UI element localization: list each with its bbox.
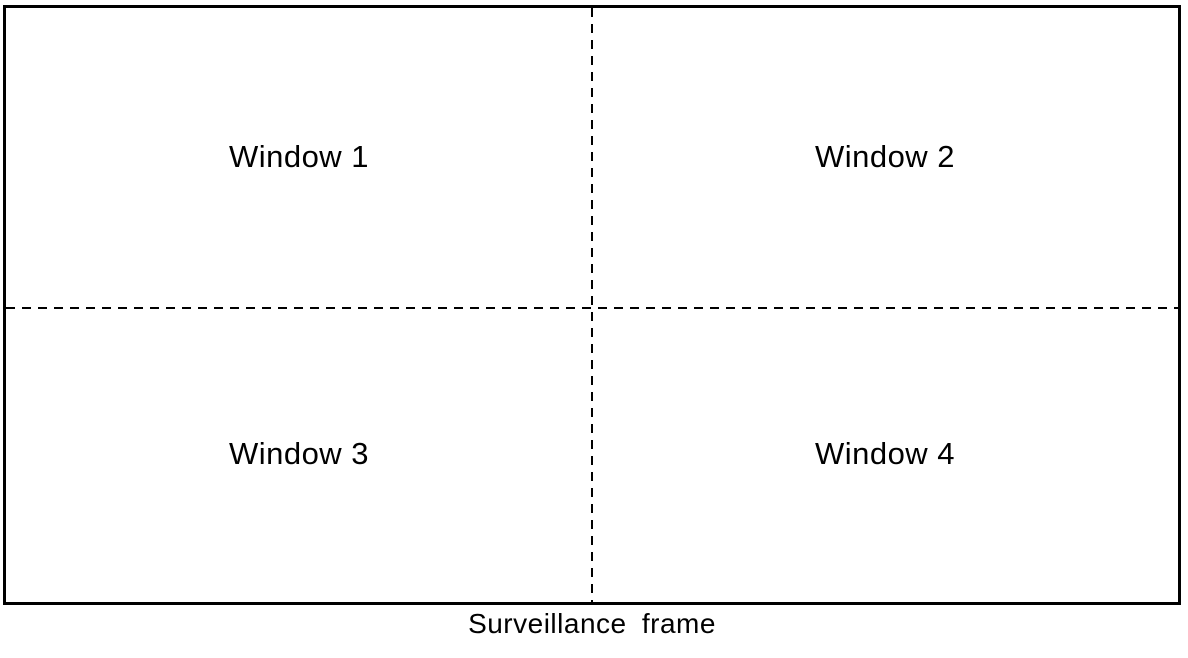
quadrant-top-left: Window 1 <box>6 8 592 305</box>
window-3-label: Window 3 <box>228 435 370 471</box>
quadrant-dividers <box>6 8 1178 602</box>
window-4-label: Window 4 <box>814 435 956 471</box>
quadrant-bottom-left: Window 3 <box>6 305 592 602</box>
window-1-label: Window 1 <box>228 138 370 174</box>
window-2-label: Window 2 <box>814 138 956 174</box>
quadrant-grid: Window 1 Window 2 Window 3 Window 4 <box>6 8 1178 602</box>
surveillance-frame: Window 1 Window 2 Window 3 Window 4 <box>3 5 1181 605</box>
frame-caption: Surveillance frame <box>468 608 716 639</box>
quadrant-top-right: Window 2 <box>592 8 1178 305</box>
quadrant-bottom-right: Window 4 <box>592 305 1178 602</box>
